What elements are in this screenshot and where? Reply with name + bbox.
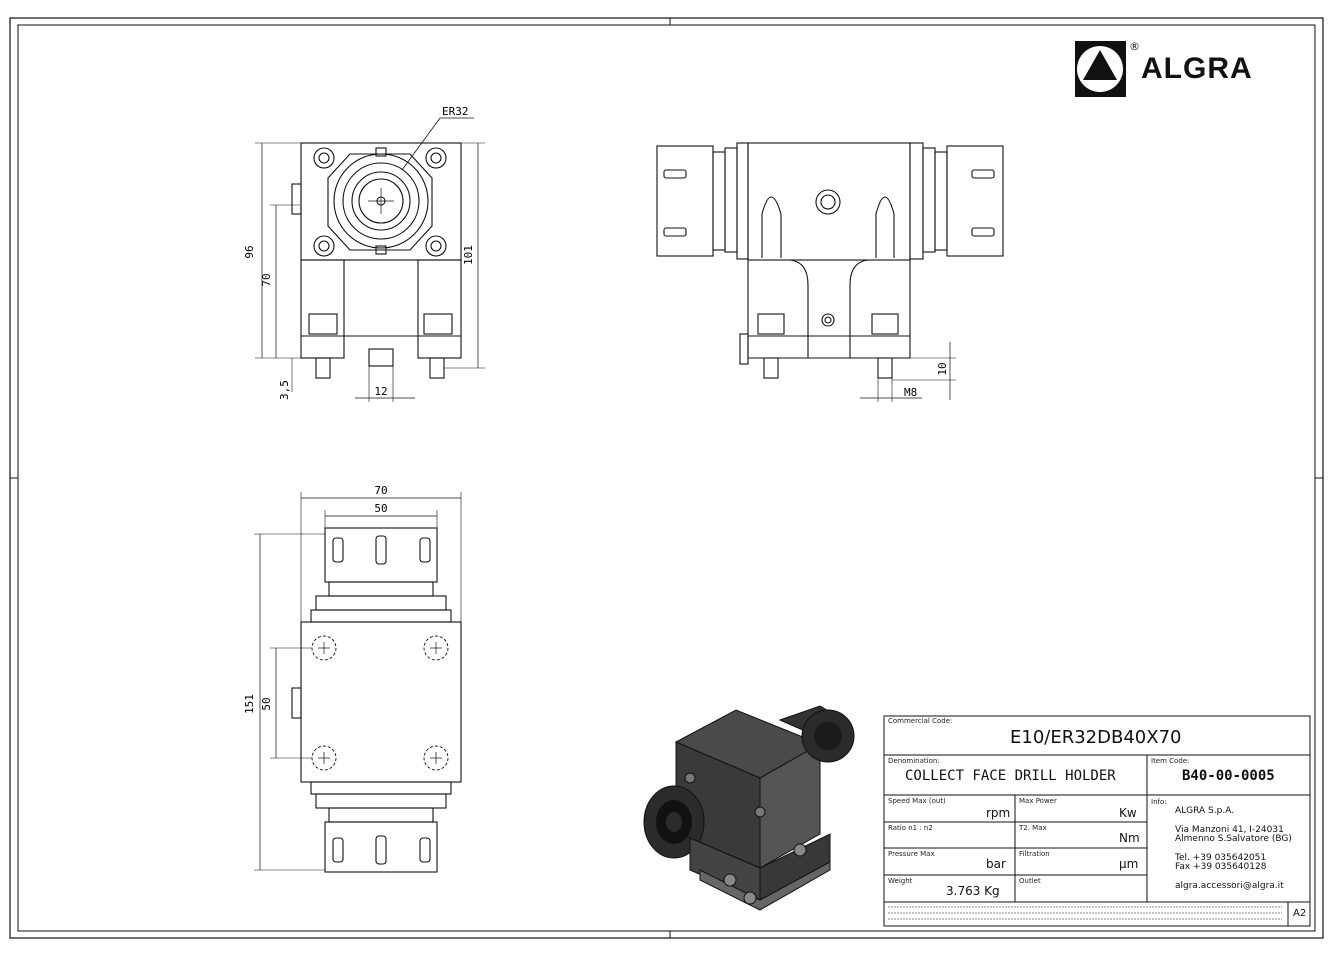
dim-101: 101 <box>462 245 475 265</box>
dim-70-front: 70 <box>260 273 273 286</box>
telephone: Tel. +39 035642051 <box>1175 853 1267 863</box>
item-code-label: Item Code: <box>1151 757 1190 765</box>
isometric-render <box>643 705 855 911</box>
email: algra.accessori@algra.it <box>1175 881 1284 891</box>
outlet-label: Outlet <box>1019 877 1041 885</box>
weight-value: 3.763 Kg <box>946 884 1000 898</box>
power-unit: Kw <box>1119 806 1137 820</box>
dim-151: 151 <box>243 694 256 714</box>
filtration-unit: µm <box>1119 857 1139 871</box>
dim-er32: ER32 <box>442 105 469 118</box>
fax: Fax +39 035640128 <box>1175 862 1267 872</box>
dim-3-5: 3,5 <box>278 380 291 400</box>
address-line-2: Almenno S.Salvatore (BG) <box>1175 834 1292 844</box>
algra-logo-icon <box>1075 41 1126 97</box>
dim-70-top: 70 <box>374 484 387 497</box>
dim-10: 10 <box>936 362 949 375</box>
address-line-1: Via Manzoni 41, I-24031 <box>1175 825 1284 835</box>
sheet-size: A2 <box>1293 908 1307 919</box>
dim-50-width: 50 <box>374 502 387 515</box>
item-code: B40-00-0005 <box>1182 768 1275 784</box>
commercial-code: E10/ER32DB40X70 <box>1010 727 1182 748</box>
company-name: ALGRA S.p.A. <box>1175 806 1235 816</box>
power-label: Max Power <box>1019 797 1057 805</box>
denomination: COLLECT FACE DRILL HOLDER <box>905 768 1116 784</box>
top-view <box>254 492 462 873</box>
denomination-label: Denomination: <box>888 757 940 765</box>
speed-unit: rpm <box>986 806 1011 820</box>
speed-label: Speed Max (out) <box>888 797 946 805</box>
registered-mark: ® <box>1129 40 1140 53</box>
title-block-grid <box>883 715 1311 927</box>
front-view <box>255 117 485 402</box>
torque-unit: Nm <box>1119 831 1140 845</box>
dim-96: 96 <box>243 245 256 258</box>
commercial-code-label: Commercial Code: <box>888 717 953 725</box>
pressure-unit: bar <box>986 857 1006 871</box>
dim-12: 12 <box>374 385 387 398</box>
ratio-label: Ratio n1 : n2 <box>888 824 933 832</box>
torque-label: T2. Max <box>1019 824 1047 832</box>
side-view <box>656 142 1004 402</box>
pressure-label: Pressure Max <box>888 850 935 858</box>
dim-m8: M8 <box>904 386 917 399</box>
brand-name: ALGRA <box>1141 52 1253 85</box>
filtration-label: Filtration <box>1019 850 1050 858</box>
weight-label: Weight <box>888 877 913 885</box>
info-label: Info: <box>1151 798 1167 806</box>
dim-50-height: 50 <box>260 697 273 710</box>
